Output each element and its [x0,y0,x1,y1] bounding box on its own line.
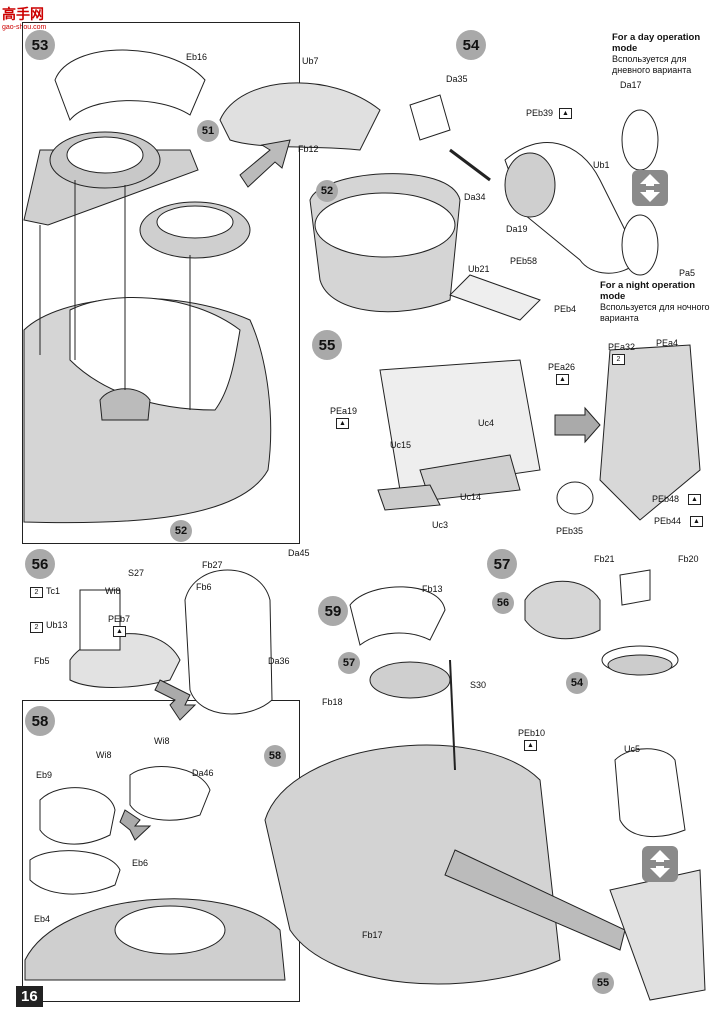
part-label-pea26: PEa26 [548,362,576,372]
part-label-da19: Da19 [506,224,528,234]
part-label-uc5: Uc5 [624,744,641,754]
ref-step-54: 54 [566,672,588,694]
part-label-pea19: PEa19 [330,406,358,416]
part-label-ub1: Ub1 [593,160,610,170]
part-label-fb20: Fb20 [678,554,699,564]
part-label-da34: Da34 [464,192,486,202]
ref-step-57: 57 [338,652,360,674]
ref-step-58: 58 [264,745,286,767]
part-label-wi8-b: Wi8 [96,750,112,760]
ref-step-52-b: 52 [316,180,338,202]
step-55: 55 [312,330,342,360]
part-label-uc14: Uc14 [460,492,482,502]
part-label-ub13: Ub13 [46,620,68,630]
part-label-eb4: Eb4 [34,914,51,924]
panel-frame-top-left [22,22,300,544]
part-label-pea32: PEa32 [608,342,636,352]
part-label-s27: S27 [128,568,145,578]
part-label-eb6: Eb6 [132,858,149,868]
ref-step-51: 51 [197,120,219,142]
photo-etch-icon: ▲ [688,494,701,505]
day-mode-note: For a day operation mode Вспользуется дл… [612,32,712,76]
turret-final-59 [264,586,706,1001]
part-label-da36: Da36 [268,656,290,666]
part-label-fb12: Fb12 [298,144,319,154]
part-label-peb7: PEb7 [108,614,131,624]
part-label-fb21: Fb21 [594,554,615,564]
part-label-fb5: Fb5 [34,656,50,666]
part-label-peb4: PEb4 [554,304,577,314]
part-label-peb39: PEb39 [526,108,554,118]
quantity-2-badge: 2 [612,354,625,365]
quantity-2-badge: 2 [30,622,43,633]
photo-etch-icon: ▲ [524,740,537,751]
swap-arrows-icon [642,846,678,882]
photo-etch-icon: ▲ [113,626,126,637]
night-mode-title: For a night operation mode [600,280,695,302]
part-label-peb44: PEb44 [654,516,682,526]
day-mode-subtitle: Вспользуется для дневного варианта [612,54,692,75]
photo-etch-icon: ▲ [559,108,572,119]
part-label-wi8-c: Wi8 [154,736,170,746]
step-53: 53 [25,30,55,60]
ref-step-55: 55 [592,972,614,994]
part-label-fb27: Fb27 [202,560,223,570]
part-label-fb18: Fb18 [322,697,343,707]
part-label-peb10: PEb10 [518,728,546,738]
sight-assembly-54 [309,94,659,321]
part-label-fb13: Fb13 [422,584,443,594]
watermark-url: gao-shou.com [2,24,47,31]
hatch-assembly-56 [69,569,273,721]
turret-hull-53 [23,49,381,524]
part-label-wi8-a: Wi8 [105,586,121,596]
watermark: 高手网 gao-shou.com [2,4,46,31]
part-label-tc1: Tc1 [46,586,61,596]
photo-etch-icon: ▲ [690,516,703,527]
watermark-text: 高手网 [2,6,44,22]
part-label-pa5: Pa5 [679,268,696,278]
night-mode-note: For a night operation mode Вспользуется … [600,280,712,324]
part-label-peb58: PEb58 [510,256,538,266]
night-mode-subtitle: Вспользуется для ночного варианта [600,302,710,323]
photo-etch-icon: ▲ [336,418,349,429]
part-label-da45: Da45 [288,548,310,558]
ref-step-52-a: 52 [170,520,192,542]
part-label-uc15: Uc15 [390,440,412,450]
step-54: 54 [456,30,486,60]
commander-cupola-57 [524,569,679,676]
swap-arrows-icon [632,170,668,206]
part-label-da35: Da35 [446,74,468,84]
part-label-pea4: PEa4 [656,338,679,348]
part-label-da46: Da46 [192,768,214,778]
part-label-da17: Da17 [620,80,642,90]
day-mode-title: For a day operation mode [612,32,701,54]
part-label-eb16: Eb16 [186,52,208,62]
part-label-fb17: Fb17 [362,930,383,940]
part-label-peb48: PEb48 [652,494,680,504]
part-label-uc3: Uc3 [432,520,449,530]
quantity-2-badge: 2 [30,587,43,598]
hatch-assembly-58 [24,766,286,981]
part-label-ub7: Ub7 [302,56,319,66]
part-label-s30: S30 [470,680,487,690]
part-label-fb6: Fb6 [196,582,212,592]
part-label-eb9: Eb9 [36,770,53,780]
part-label-uc4: Uc4 [478,418,495,428]
part-label-ub21: Ub21 [468,264,490,274]
step-57: 57 [487,549,517,579]
step-58: 58 [25,706,55,736]
step-59: 59 [318,596,348,626]
periscope-assembly-55 [377,344,701,521]
page-number: 16 [16,986,43,1007]
ref-step-56: 56 [492,592,514,614]
photo-etch-icon: ▲ [556,374,569,385]
part-label-peb35: PEb35 [556,526,584,536]
step-56: 56 [25,549,55,579]
